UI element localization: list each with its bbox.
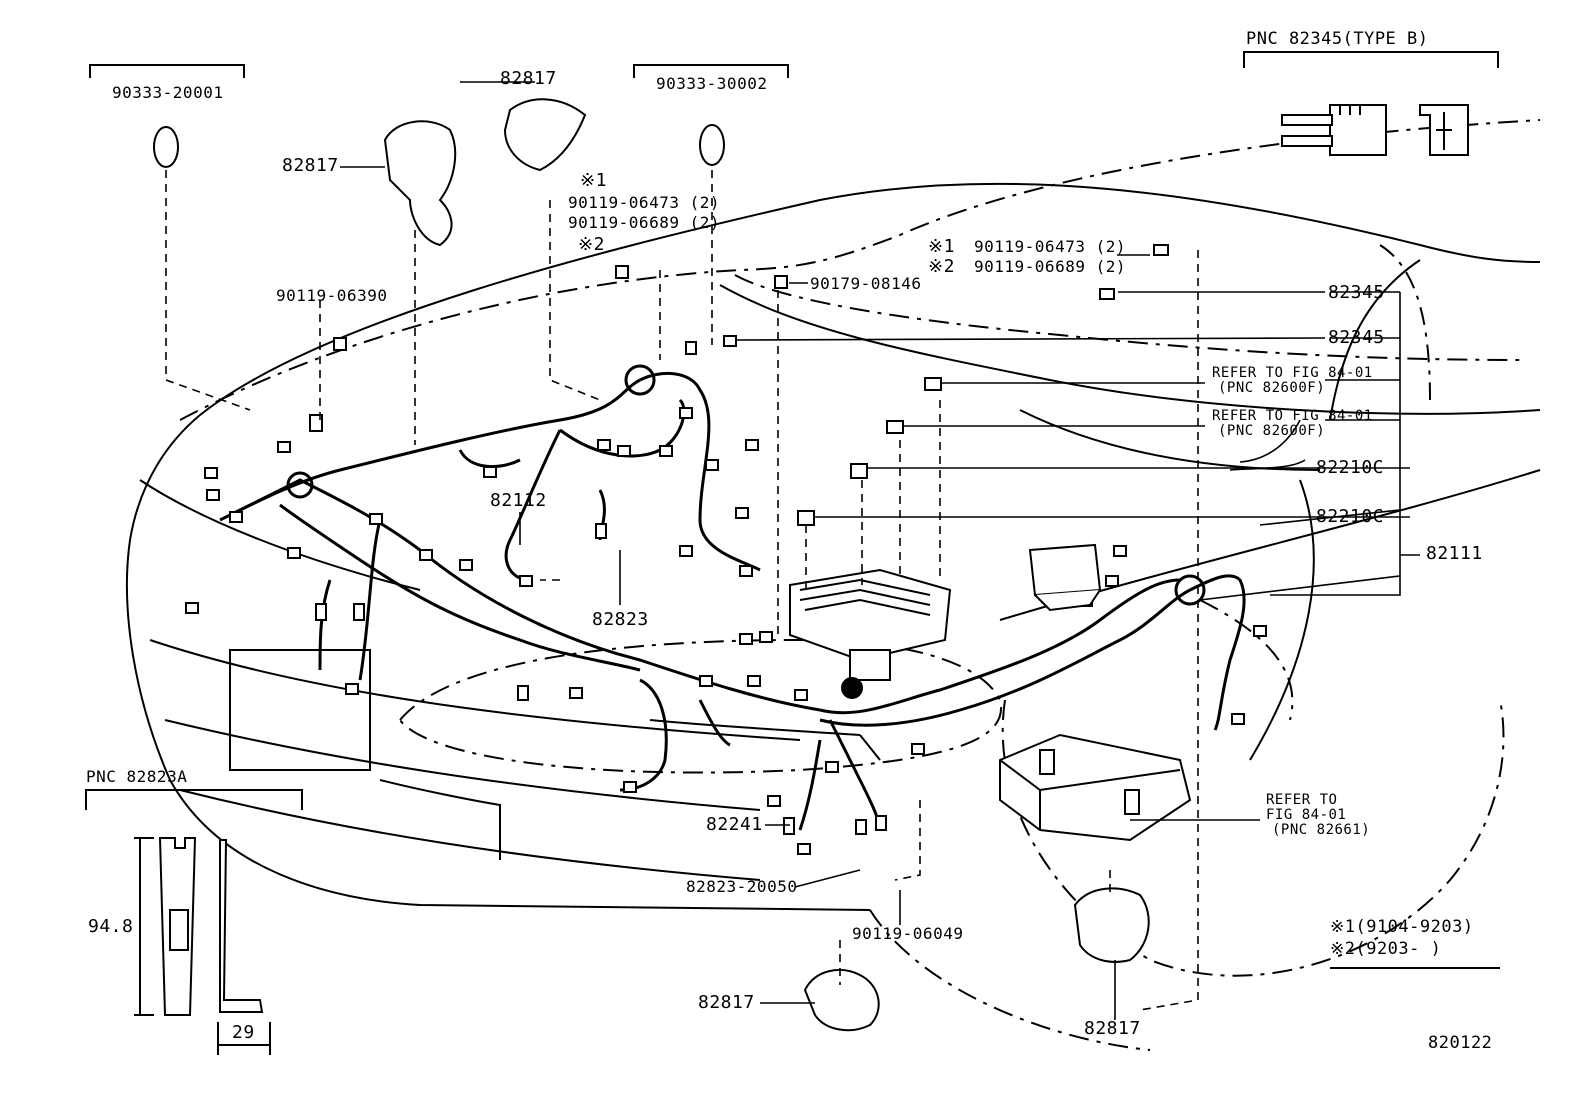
label-82823: 82823 <box>592 609 649 630</box>
label-82112: 82112 <box>490 490 547 511</box>
front-bumper <box>229 649 881 860</box>
main-wiring-harness <box>219 371 1246 831</box>
label-refer-82600f-b-line1: REFER TO FIG 84-01 <box>1212 408 1373 424</box>
battery-tray <box>999 733 1192 842</box>
grommets <box>286 364 1206 606</box>
dimension-29: 29 <box>232 1022 255 1043</box>
relay-box <box>1028 543 1102 612</box>
note-1-marker-b: ※1 <box>928 236 955 257</box>
label-refer-82661-line1: REFER TO <box>1266 792 1338 808</box>
label-82345-a: 82345 <box>1328 282 1385 303</box>
label-90119-06689-b: 90119-06689 (2) <box>974 257 1126 276</box>
label-refer-82661-line2: FIG 84-01 <box>1266 807 1347 823</box>
label-82817-bottom-right: 82817 <box>1084 1018 1141 1039</box>
label-90119-06473-a: 90119-06473 (2) <box>568 193 720 212</box>
label-82345-b: 82345 <box>1328 327 1385 348</box>
label-82823-20050: 82823-20050 <box>686 877 798 896</box>
hood-outline <box>179 119 1541 1051</box>
brackets-top <box>383 98 587 247</box>
label-90179-08146: 90179-08146 <box>810 274 922 293</box>
label-90119-06049: 90119-06049 <box>852 924 964 943</box>
note-2-marker-a: ※2 <box>578 234 605 255</box>
label-refer-82600f-a-line2: (PNC 82600F) <box>1218 380 1326 396</box>
legend-note-1: ※1(9104-9203) <box>1330 917 1474 937</box>
o-rings <box>153 124 725 168</box>
label-90119-06473-b: 90119-06473 (2) <box>974 237 1126 256</box>
label-refer-82661-line3: (PNC 82661) <box>1272 822 1371 838</box>
leader-lines <box>165 81 1420 1020</box>
junction-box <box>789 568 952 699</box>
dimension-94-8: 94.8 <box>88 916 134 937</box>
label-82210c-a: 82210C <box>1316 457 1385 478</box>
clamp-82823a-detail <box>134 837 271 1055</box>
brackets-bottom <box>803 887 1150 1032</box>
label-90119-06689-a: 90119-06689 (2) <box>568 213 720 232</box>
label-82111: 82111 <box>1426 543 1483 564</box>
relays <box>333 244 1169 526</box>
figure-number: 820122 <box>1428 1033 1493 1053</box>
label-90333-20001: 90333-20001 <box>112 83 224 102</box>
label-refer-82600f-b-line2: (PNC 82600F) <box>1218 423 1326 439</box>
label-82817-top: 82817 <box>500 68 557 89</box>
relay-type-b-detail <box>1281 104 1469 156</box>
label-82817-left: 82817 <box>282 155 339 176</box>
callout-brackets <box>85 51 1499 810</box>
label-pnc-82345-type-b: PNC 82345(TYPE B) <box>1246 29 1429 49</box>
label-82241: 82241 <box>706 814 763 835</box>
label-90119-06390: 90119-06390 <box>276 286 388 305</box>
note-1-marker-a: ※1 <box>580 170 607 191</box>
legend-note-2: ※2(9203- ) <box>1330 939 1442 959</box>
harness-connectors <box>185 335 1267 855</box>
label-82817-bottom-left: 82817 <box>698 992 755 1013</box>
label-82210c-b: 82210C <box>1316 506 1385 527</box>
label-90333-30002: 90333-30002 <box>656 74 768 93</box>
note-2-marker-b: ※2 <box>928 256 955 277</box>
label-refer-82600f-a-line1: REFER TO FIG 84-01 <box>1212 365 1373 381</box>
label-pnc-82823a: PNC 82823A <box>86 767 188 786</box>
